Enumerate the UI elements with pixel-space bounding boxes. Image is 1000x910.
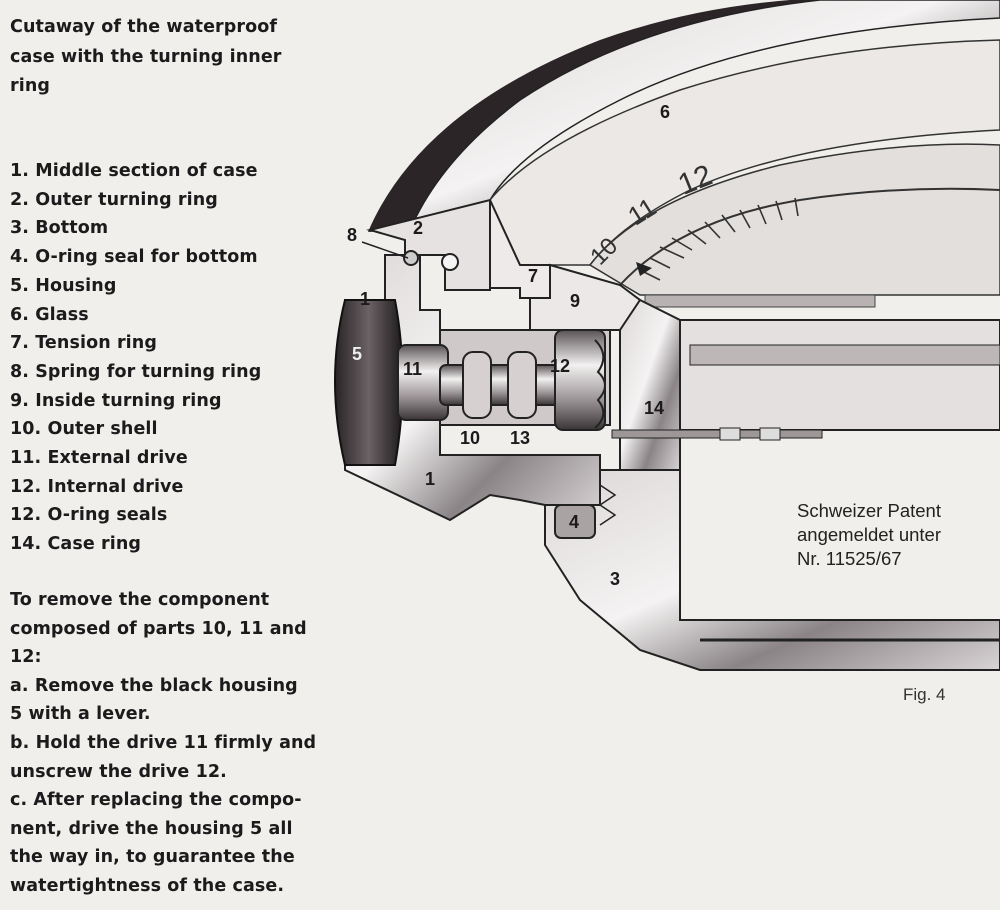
o-ring-seal — [462, 351, 492, 419]
label-1-bottom: 1 — [425, 469, 435, 489]
spring — [403, 250, 419, 266]
case-ring — [619, 298, 681, 471]
instruction-line: unscrew the drive 12. — [10, 761, 227, 782]
label-2: 2 — [413, 218, 423, 238]
instruction-line: b. Hold the drive 11 firmly and — [10, 732, 317, 753]
label-9: 9 — [570, 291, 580, 311]
label-5: 5 — [352, 344, 362, 364]
spring-ball — [441, 253, 459, 271]
part-item: 3. Bottom — [10, 218, 109, 239]
bezel-arc — [368, 0, 820, 232]
part-item: 4. O-ring seal for bottom — [10, 247, 258, 268]
title-line: case with the turning inner — [10, 46, 282, 67]
part-item: 9. Inside turning ring — [10, 390, 222, 411]
dial — [588, 143, 1000, 296]
figure-caption: Fig. 4 — [903, 685, 946, 704]
label-3: 3 — [610, 569, 620, 589]
label-7: 7 — [528, 266, 538, 286]
label-8: 8 — [347, 225, 357, 245]
patent-line: Nr. 11525/67 — [797, 548, 902, 569]
parts-list: 1. Middle section of case 2. Outer turni… — [10, 157, 261, 559]
instruction-line: 5 with a lever. — [10, 704, 151, 725]
title-line: Cutaway of the waterproof — [10, 17, 278, 37]
internal-drive — [554, 329, 606, 431]
figure-title: Cutaway of the waterproof case with the … — [10, 13, 282, 102]
instruction-line: a. Remove the black housing — [10, 675, 298, 696]
part-item: 6. Glass — [10, 304, 89, 325]
label-1-top: 1 — [360, 289, 370, 309]
title-line: ring — [10, 76, 51, 96]
o-ring-seal — [507, 351, 537, 419]
drive-star — [594, 339, 606, 429]
instruction-line: 12: — [10, 647, 42, 668]
patent-note: Schweizer Patent angemeldet unter Nr. 11… — [797, 499, 941, 571]
part-item: 11. External drive — [10, 448, 188, 469]
part-item: 1. Middle section of case — [10, 161, 258, 181]
label-4: 4 — [569, 512, 579, 532]
label-13: 13 — [510, 428, 530, 448]
label-11: 11 — [403, 359, 422, 379]
dial-edge — [644, 294, 876, 308]
dial-plate — [611, 429, 823, 439]
part-item: 12. O-ring seals — [10, 505, 168, 526]
o-ring-bottom — [554, 504, 596, 539]
label-6: 6 — [660, 102, 670, 122]
dial-index-marker — [636, 262, 652, 276]
movement-step — [689, 344, 1000, 366]
dial-ticks — [639, 197, 799, 281]
part-item: 2. Outer turning ring — [10, 189, 218, 210]
part-item: 12. Internal drive — [10, 476, 184, 497]
screw-head — [759, 427, 781, 441]
part-item: 14. Case ring — [10, 534, 142, 555]
part-item: 7. Tension ring — [10, 333, 157, 354]
patent-line: angemeldet unter — [797, 524, 941, 545]
spring-leader — [361, 241, 409, 259]
instruction-line: composed of parts 10, 11 and — [10, 618, 307, 639]
instruction-line: nent, drive the housing 5 all — [10, 818, 293, 839]
instruction-line: the way in, to guarantee the — [10, 847, 295, 868]
part-item: 8. Spring for turning ring — [10, 361, 262, 382]
label-14: 14 — [644, 398, 664, 418]
instruction-line: watertightness of the case. — [10, 875, 285, 896]
thread — [598, 484, 617, 526]
movement-block — [679, 319, 1000, 431]
screw-head — [719, 427, 741, 441]
label-10: 10 — [460, 428, 480, 448]
instruction-line: To remove the component — [10, 590, 270, 610]
middle-case — [344, 254, 601, 522]
removal-instructions: To remove the component composed of part… — [10, 586, 316, 901]
part-item: 5. Housing — [10, 275, 117, 296]
housing — [334, 299, 404, 466]
patent-line: Schweizer Patent — [797, 500, 941, 521]
case-bottom — [544, 469, 1000, 671]
label-12: 12 — [550, 356, 570, 376]
part-item: 10. Outer shell — [10, 419, 158, 440]
instruction-line: c. After replacing the compo- — [10, 790, 302, 811]
